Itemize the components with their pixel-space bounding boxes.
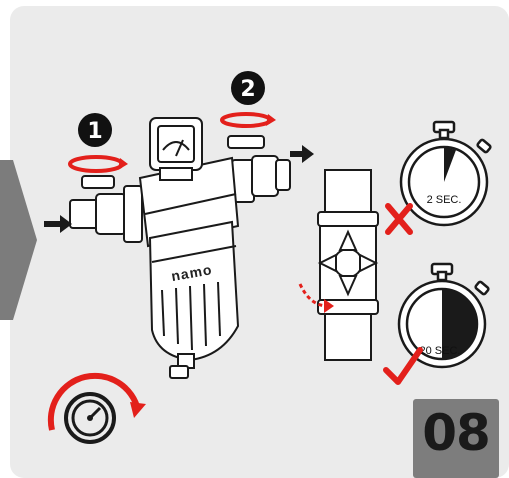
- flow-arrow-in: [44, 215, 72, 233]
- step-1-badge: 1: [78, 113, 112, 147]
- step-2-label: 2: [240, 77, 255, 102]
- timer-2-label: 20 SEC.: [420, 345, 461, 357]
- rotate-arrow-1: [70, 157, 122, 171]
- step-1-label: 1: [87, 119, 102, 144]
- pressure-gauge-icon: [51, 376, 146, 442]
- flow-arrow-out: [290, 145, 314, 163]
- timer-1-label: 2 SEC.: [427, 194, 462, 206]
- step-2-badge: 2: [231, 71, 265, 105]
- cross-icon: [388, 206, 410, 232]
- step-number: 08: [413, 404, 499, 462]
- check-icon: [386, 350, 420, 382]
- rotate-arrow-2: [222, 114, 270, 126]
- pipe-valve: [318, 170, 378, 360]
